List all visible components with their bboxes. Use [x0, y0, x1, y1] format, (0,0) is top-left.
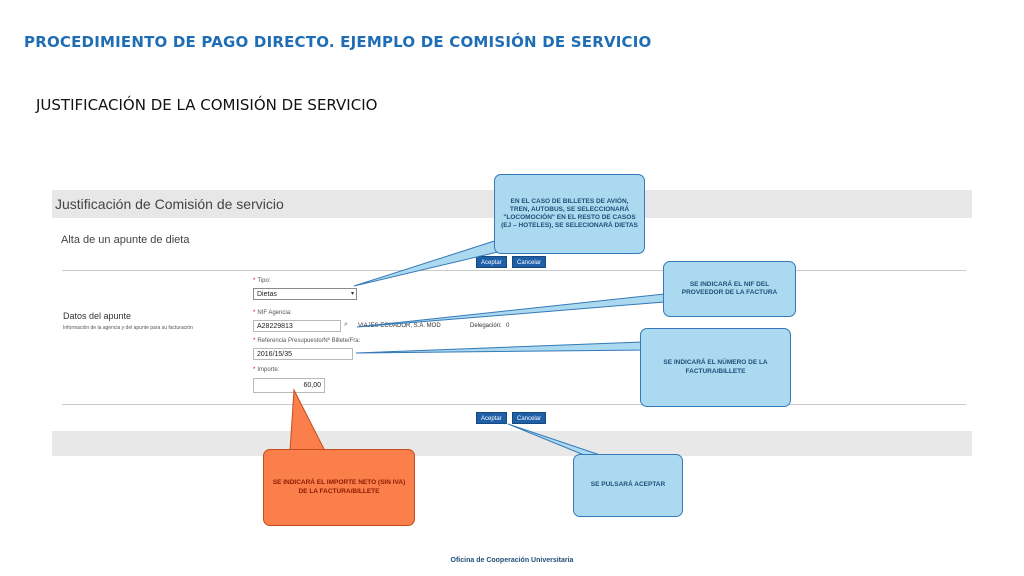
callout-locomocion: EN EL CASO DE BILLETES DE AVIÓN, TREN, A…: [494, 174, 645, 254]
importe-label: *Importe:: [253, 367, 280, 373]
accept-button[interactable]: Aceptar: [476, 412, 507, 424]
accept-button-top[interactable]: Aceptar: [476, 256, 507, 268]
nif-input[interactable]: A28229813: [253, 320, 341, 332]
cancel-button-top[interactable]: Cancelar: [512, 256, 547, 268]
callout-numero: SE INDICARÁ EL NÚMERO DE LA FACTURA/BILL…: [640, 328, 791, 407]
importe-input[interactable]: 60,00: [253, 378, 325, 393]
chevron-down-icon: ▾: [350, 291, 354, 297]
cancel-button[interactable]: Cancelar: [512, 412, 547, 424]
delegation-label: Delegación:: [470, 323, 502, 329]
pointer-importe: [289, 388, 326, 452]
form-footer-strip: [52, 431, 972, 456]
pointer-numero: [355, 341, 643, 354]
slide-subtitle: JUSTIFICACIÓN DE LA COMISIÓN DE SERVICIO: [36, 96, 378, 114]
form-title: Justificación de Comisión de servicio: [55, 196, 284, 212]
search-icon[interactable]: ⌕: [344, 321, 348, 328]
required-mark: *: [253, 278, 256, 284]
form-subtitle: Alta de un apunte de dieta: [61, 234, 190, 246]
callout-nif: SE INDICARÁ EL NIF DEL PROVEEDOR DE LA F…: [663, 261, 796, 317]
ref-input[interactable]: 2016/15/35: [253, 348, 353, 360]
section-description: Información de la agencia y del apunte p…: [63, 325, 193, 331]
tipo-select[interactable]: Dietas ▾: [253, 288, 357, 300]
section-title: Datos del apunte: [63, 311, 132, 321]
slide-title: PROCEDIMIENTO DE PAGO DIRECTO. EJEMPLO D…: [24, 33, 652, 51]
callout-importe: SE INDICARÁ EL IMPORTE NETO (SIN IVA) DE…: [263, 449, 415, 526]
agency-name: VIAJES ECUADOR, S.A. MOD: [358, 323, 441, 329]
pointer-nif: [356, 293, 665, 328]
divider-bottom: [62, 404, 966, 405]
pointer-aceptar: [507, 423, 601, 456]
nif-label: *NIF Agencia:: [253, 310, 292, 316]
ref-label: *Referencia Presupuesto/Nº Billete/Fra:: [253, 338, 361, 344]
divider-top: [62, 270, 966, 271]
tipo-label: *Tipo:: [253, 278, 271, 284]
delegation-value: 0: [506, 323, 510, 329]
callout-aceptar: SE PULSARÁ ACEPTAR: [573, 454, 683, 517]
slide-footer: Oficina de Cooperación Universitaria: [450, 557, 574, 564]
